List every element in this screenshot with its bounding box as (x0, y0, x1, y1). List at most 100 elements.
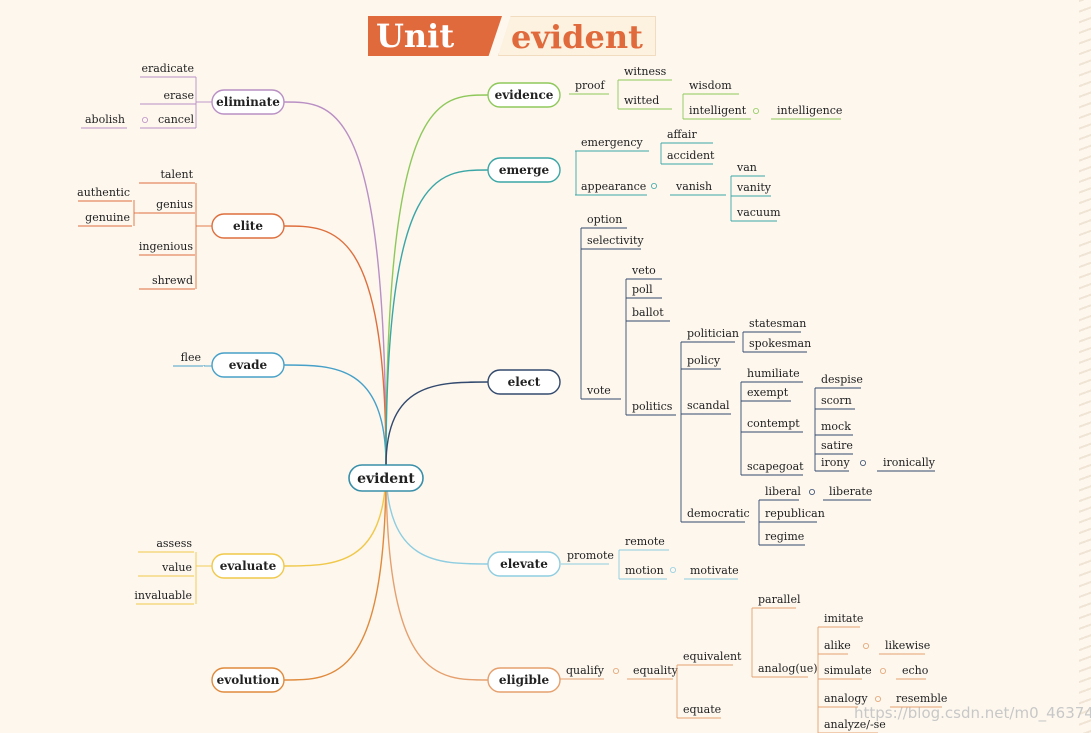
word-genius: genius (156, 198, 193, 211)
link-dot (753, 108, 760, 115)
word-democratic: democratic (687, 507, 750, 520)
word-value: value (161, 561, 192, 574)
center-label: evident (357, 471, 415, 487)
node-evade (211, 352, 285, 378)
word-assess: assess (156, 537, 192, 550)
word-veto: veto (631, 264, 656, 277)
word-parallel: parallel (758, 593, 801, 606)
link-dot (670, 567, 677, 574)
word-equivalent: equivalent (683, 650, 742, 663)
word-scapegoat: scapegoat (747, 460, 804, 473)
word-invaluable: invaluable (134, 589, 192, 602)
node-label-eligible: eligible (499, 673, 550, 687)
title-word: evident (498, 16, 656, 56)
title-unit: Unit 22 (368, 16, 502, 56)
link-dot (875, 696, 882, 703)
word-exempt: exempt (747, 386, 789, 399)
node-label-evolution: evolution (217, 673, 280, 687)
word-option: option (587, 213, 622, 226)
word-analyze/-se: analyze/-se (824, 718, 886, 731)
word-remote: remote (625, 535, 665, 548)
branch-links (283, 94, 489, 681)
word-analogy: analogy (824, 692, 868, 705)
word-policy: policy (687, 354, 721, 367)
word-proof: proof (575, 79, 606, 92)
word-ballot: ballot (632, 306, 664, 319)
word-poll: poll (632, 283, 653, 296)
node-label-eliminate: eliminate (216, 95, 280, 109)
link-evolution (283, 465, 387, 681)
word-resemble: resemble (896, 692, 947, 705)
word-despise: despise (821, 373, 863, 386)
word-humiliate: humiliate (747, 367, 800, 380)
link-evidence (385, 94, 489, 467)
node-evolution (211, 667, 285, 693)
link-eliminate (283, 101, 387, 467)
watermark: https://blog.csdn.net/m0_46374969 (854, 704, 1091, 722)
word-affair: affair (667, 128, 697, 141)
word-imitate: imitate (824, 612, 863, 625)
word-cancel: cancel (158, 113, 194, 126)
word-politics: politics (632, 400, 673, 413)
word-abolish: abolish (85, 113, 125, 126)
node-label-evaluate: evaluate (220, 559, 277, 573)
word-witted: witted (624, 94, 659, 107)
word-equality: equality (633, 664, 679, 677)
word-liberal: liberal (765, 485, 801, 498)
word-irony: irony (821, 456, 850, 469)
word-likewise: likewise (885, 639, 930, 652)
word-emergency: emergency (581, 136, 644, 149)
word-vote: vote (586, 384, 611, 397)
node-elevate (487, 551, 561, 577)
word-vanity: vanity (736, 181, 772, 194)
word-vacuum: vacuum (736, 206, 781, 219)
node-label-elevate: elevate (500, 557, 548, 571)
word-talent: talent (160, 168, 193, 181)
word-satire: satire (821, 439, 853, 452)
node-label-evidence: evidence (495, 88, 554, 102)
link-evade (283, 364, 387, 467)
link-evaluate (283, 465, 387, 567)
word-authentic: authentic (77, 186, 130, 199)
link-dot (141, 117, 148, 124)
word-scandal: scandal (687, 399, 730, 412)
word-contempt: contempt (747, 417, 800, 430)
word-genuine: genuine (85, 211, 130, 224)
word-shrewd: shrewd (152, 274, 193, 287)
node-eliminate (211, 89, 285, 115)
word-appearance: appearance (581, 180, 646, 193)
word-ironically: ironically (883, 456, 936, 469)
node-label-elect: elect (508, 375, 541, 389)
link-eligible (385, 465, 489, 681)
link-dot (863, 643, 870, 650)
word-ingenious: ingenious (139, 240, 193, 253)
word-intelligent: intelligent (689, 104, 747, 117)
node-label-emerge: emerge (499, 163, 550, 177)
word-intelligence: intelligence (777, 104, 842, 117)
word-vanish: vanish (675, 180, 712, 193)
word-scorn: scorn (821, 394, 852, 407)
word-spokesman: spokesman (749, 337, 811, 350)
node-eligible (487, 667, 561, 693)
word-motion: motion (625, 564, 664, 577)
word-regime: regime (765, 530, 804, 543)
word-selectivity: selectivity (587, 234, 644, 247)
word-promote: promote (567, 549, 614, 562)
word-republican: republican (765, 507, 825, 520)
link-dot (651, 182, 658, 189)
node-elect (487, 369, 561, 395)
word-van: van (736, 161, 757, 174)
word-eradicate: eradicate (141, 62, 194, 75)
node-label-elite: elite (233, 219, 263, 233)
word-mock: mock (821, 420, 851, 433)
word-accident: accident (667, 149, 715, 162)
word-analog(ue): analog(ue) (758, 662, 818, 675)
link-elevate (385, 465, 489, 565)
word-erase: erase (164, 89, 194, 102)
word-motivate: motivate (690, 564, 739, 577)
link-dot (880, 668, 887, 675)
word-wisdom: wisdom (689, 79, 732, 92)
node-evaluate (211, 553, 285, 579)
link-dot (809, 488, 816, 495)
